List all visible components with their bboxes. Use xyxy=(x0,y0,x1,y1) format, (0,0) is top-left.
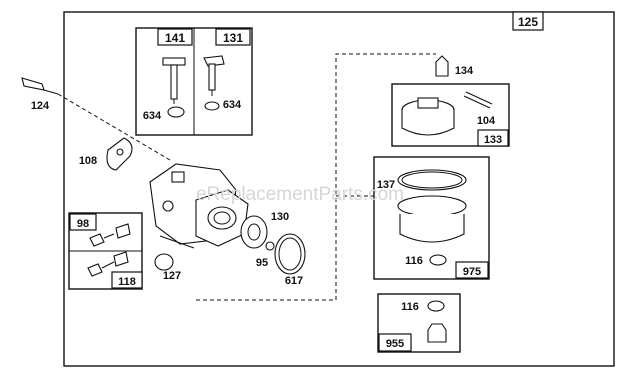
group-tag-98 xyxy=(69,213,97,231)
float-chamber-box xyxy=(391,83,510,147)
throttle-plate-130: 130 xyxy=(240,211,289,249)
group-tag-955 xyxy=(378,333,412,352)
welch-plug-127: 127 xyxy=(154,253,181,282)
watermark: eReplacementParts.com xyxy=(196,184,404,205)
float-chamber-group: 134 104 133 xyxy=(391,55,510,147)
group-number-98: 98 xyxy=(77,218,89,230)
washer-116-nut xyxy=(427,300,445,312)
label-116-bowl: 116 xyxy=(405,255,423,267)
leader-124 xyxy=(57,93,171,161)
group-tag-125 xyxy=(512,11,544,31)
float-valve-group: 141 131 634 634 xyxy=(135,27,253,136)
seat-part xyxy=(167,106,185,118)
group-tag-133 xyxy=(477,129,509,147)
washer-116-bowl xyxy=(429,254,447,266)
label-634-right: 634 xyxy=(223,99,242,111)
label-116-nut: 116 xyxy=(401,301,419,313)
inlet-needle-part xyxy=(162,57,186,104)
group-number-141: 141 xyxy=(165,31,185,45)
group-number-955: 955 xyxy=(386,338,404,350)
group-number-975: 975 xyxy=(463,266,481,278)
bowl-nut-kit-box xyxy=(377,293,461,353)
carburetor-body xyxy=(149,163,249,249)
label-617: 617 xyxy=(285,275,303,287)
o-ring-617: 617 xyxy=(274,233,306,287)
outer-assembly-frame: 125 xyxy=(63,11,615,367)
bowl-nut-part xyxy=(427,323,447,343)
group-number-118: 118 xyxy=(118,276,136,288)
group-tag-131 xyxy=(215,28,251,46)
label-134: 134 xyxy=(455,65,474,77)
label-127: 127 xyxy=(163,270,181,282)
label-137: 137 xyxy=(377,179,395,191)
bowl-nut-kit-group: 116 955 xyxy=(377,293,461,353)
screw-95: 95 xyxy=(256,241,275,269)
group-number-131: 131 xyxy=(223,31,243,45)
float-pin-134 xyxy=(435,55,449,77)
group-number-133: 133 xyxy=(484,134,502,146)
group-tag-975 xyxy=(455,261,489,279)
leader-float-chamber xyxy=(196,53,436,301)
label-104: 104 xyxy=(477,115,496,127)
gasket-108: 108 xyxy=(79,137,133,171)
idle-screw-124: 124 xyxy=(21,77,59,112)
screw-kit-group: 98 118 xyxy=(68,212,143,290)
label-108: 108 xyxy=(79,155,97,167)
bowl-kit-box xyxy=(373,156,490,280)
label-124: 124 xyxy=(31,100,50,112)
seat-washer-part xyxy=(204,101,220,111)
float-needle-part xyxy=(203,55,225,96)
label-130: 130 xyxy=(271,211,289,223)
group-tag-118 xyxy=(111,271,143,289)
label-95: 95 xyxy=(256,257,268,269)
bowl-kit-group: 137 116 975 xyxy=(373,156,490,280)
label-634-left: 634 xyxy=(143,110,162,122)
group-tag-141 xyxy=(157,28,193,46)
group-number-125: 125 xyxy=(518,15,538,29)
